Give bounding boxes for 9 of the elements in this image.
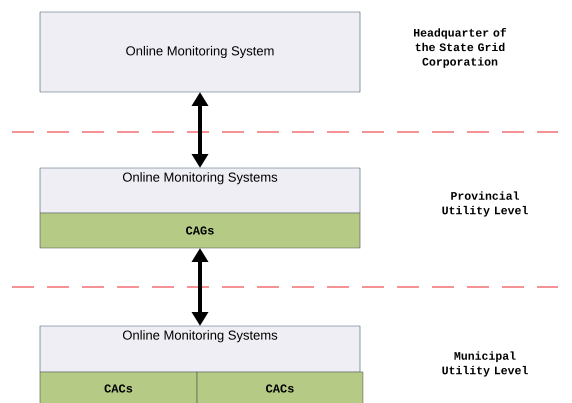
level-label: Municipal Utility Level — [442, 351, 528, 377]
system-box: Online Monitoring Systems — [40, 326, 360, 372]
component-band: CACs — [40, 372, 198, 403]
level-label: Headquarter of the State Grid Corporation — [414, 28, 506, 68]
system-box: Online Monitoring Systems — [40, 168, 360, 214]
level-label: Provincial Utility Level — [442, 191, 528, 217]
component-band: CACs — [196, 372, 364, 403]
system-box: Online Monitoring System — [40, 12, 360, 92]
component-band: CAGs — [40, 212, 360, 248]
